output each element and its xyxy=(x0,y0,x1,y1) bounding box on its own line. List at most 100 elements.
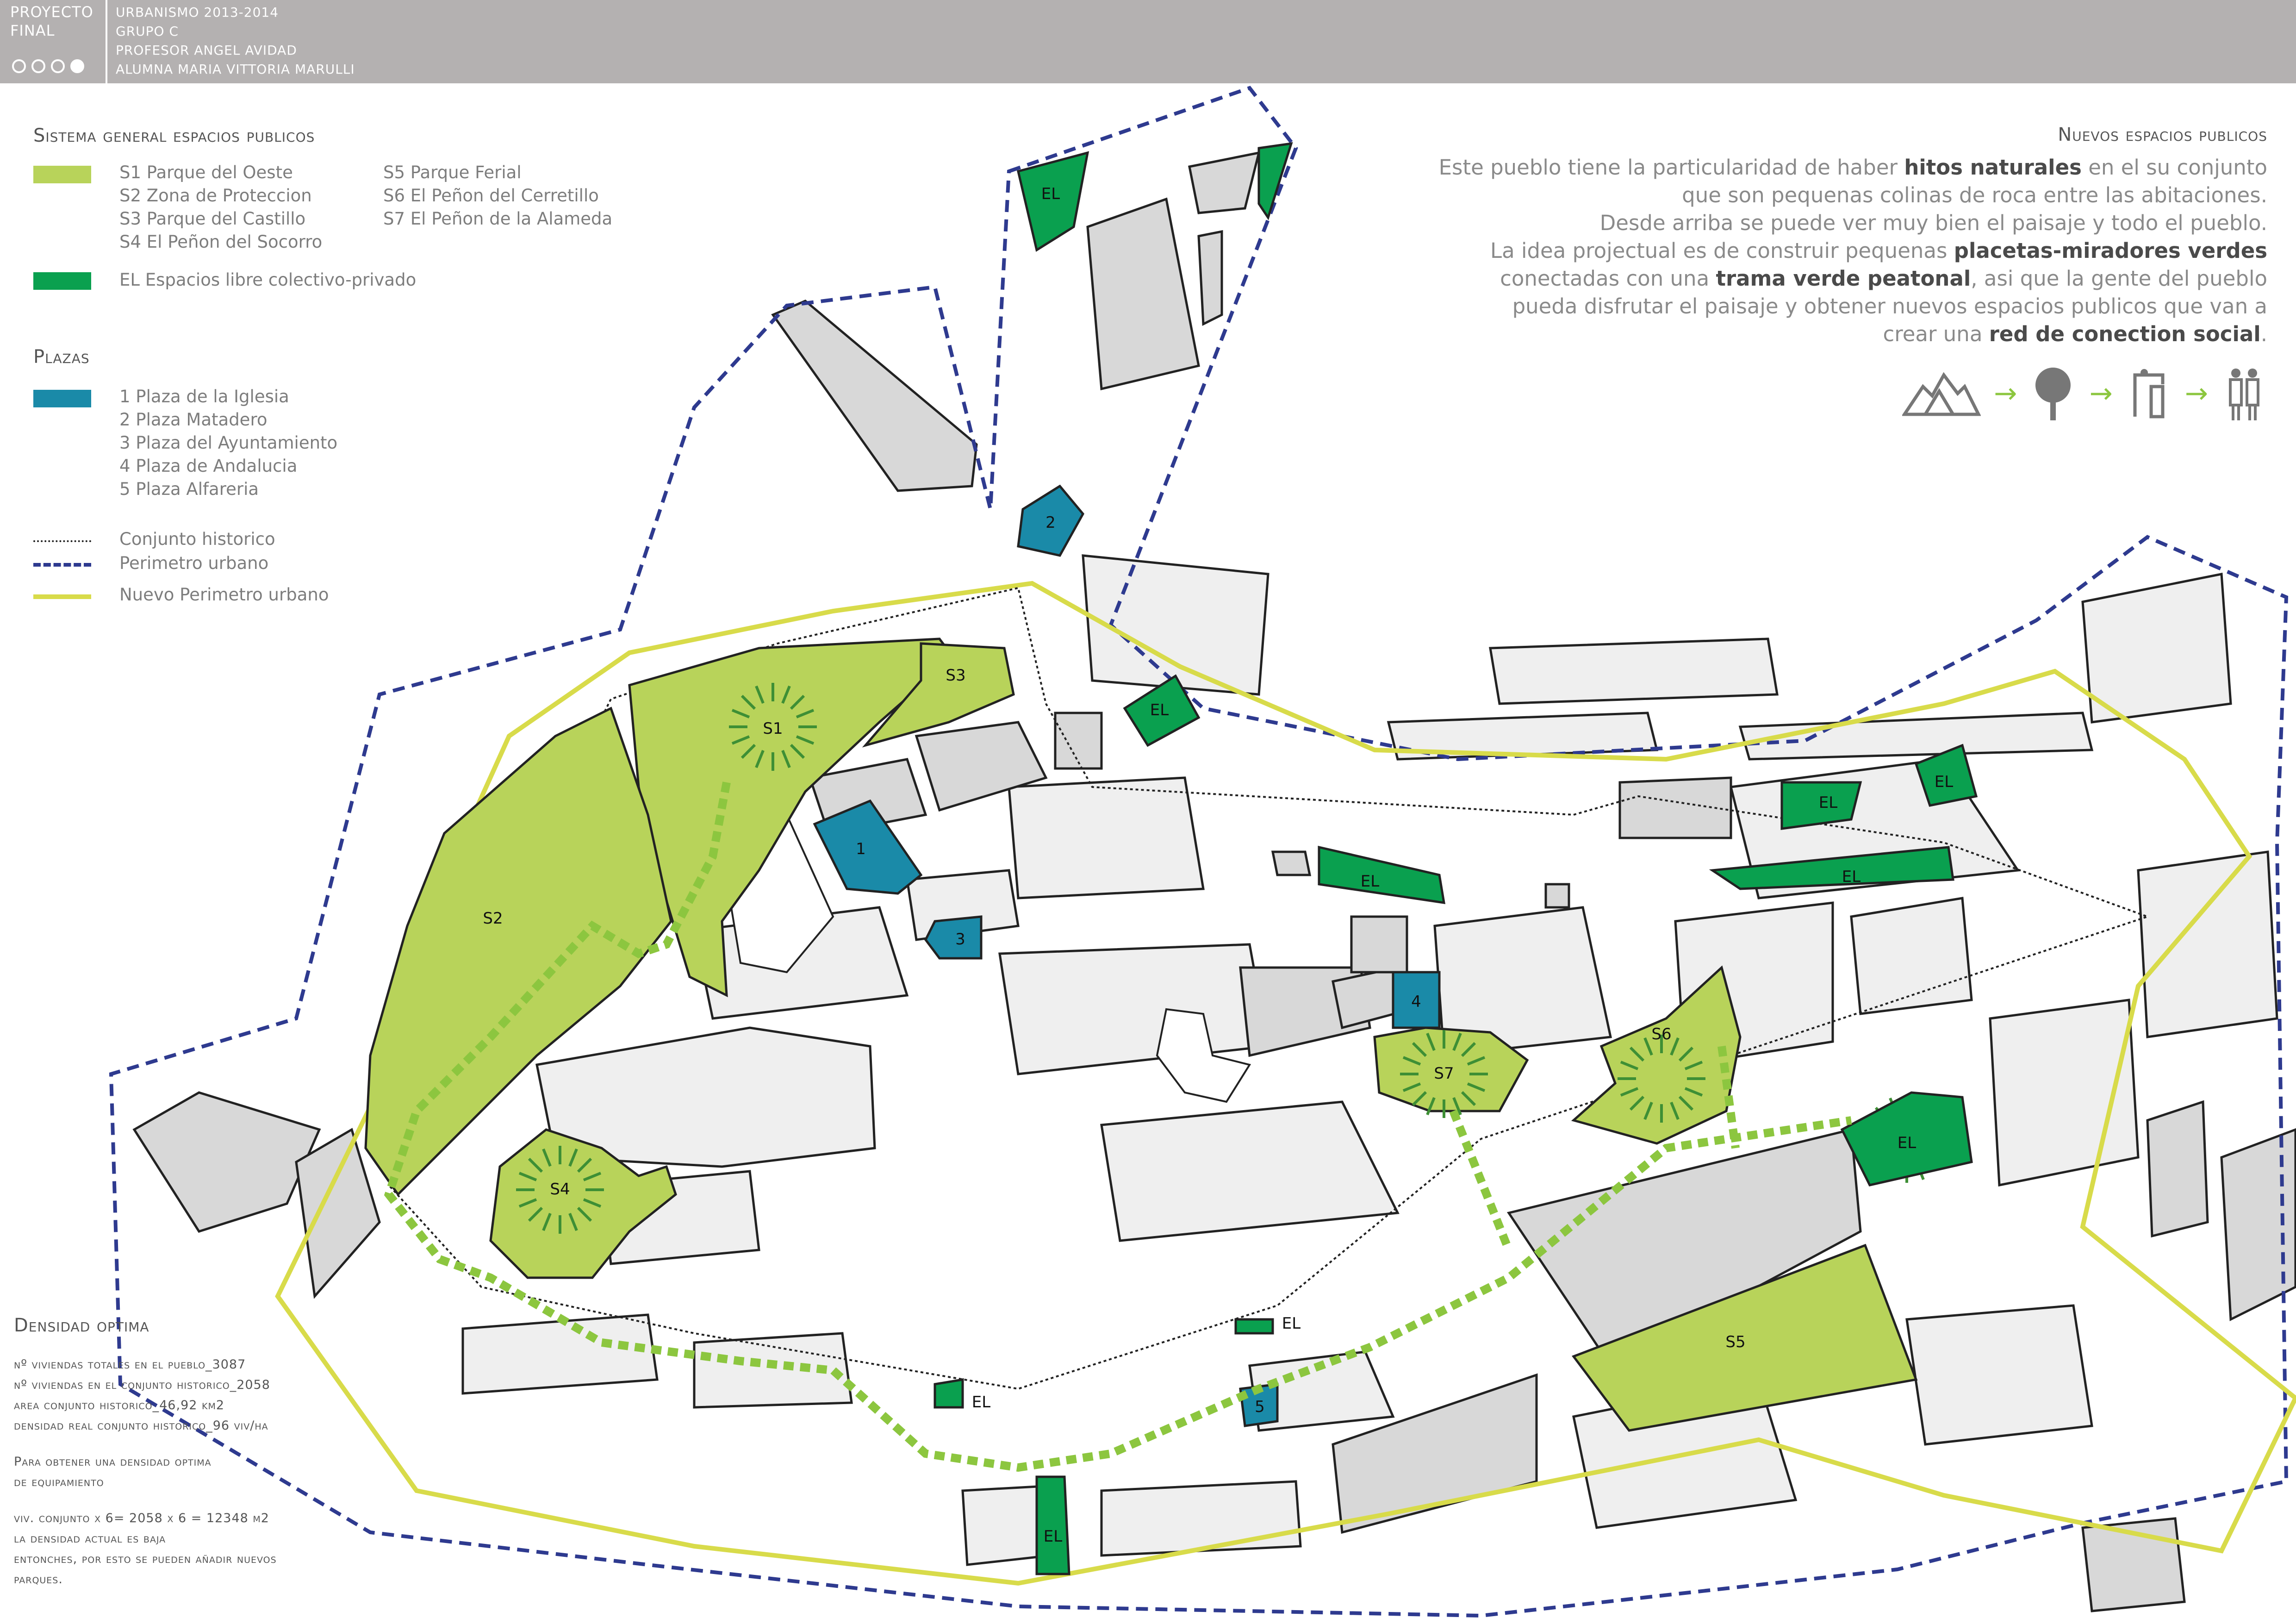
header-divider xyxy=(106,0,107,83)
new-perimeter-line-label: Nuevo Perimetro urbano xyxy=(119,585,329,605)
park-item: S4 El Peñon del Socorro xyxy=(119,232,323,252)
park-item: S1 Parque del Oeste xyxy=(119,162,293,182)
density-line: entonches, por esto se pueden añadir nue… xyxy=(14,1552,277,1566)
text-run-bold: hitos naturales xyxy=(1904,155,2082,180)
label-el: EL xyxy=(972,1393,990,1412)
mountain-icon xyxy=(1902,372,1981,416)
perimeter-line-sample xyxy=(33,563,91,567)
park-list-col-2: S5 Parque Ferial S6 El Peñon del Cerreti… xyxy=(383,161,612,231)
student-line: ALUMNA MARIA VITTORIA MARULLI xyxy=(116,62,355,77)
label-el: EL xyxy=(1898,1134,1916,1152)
pedestrian-green-network xyxy=(384,781,1852,1472)
plazas-heading: Plazas xyxy=(33,346,90,368)
text-run: en el su conjunto xyxy=(2081,155,2267,180)
plaza-4 xyxy=(1392,971,1441,1029)
viewpoint-icon xyxy=(2133,369,2165,418)
density-line: nº viviendas en el conjunto historico_20… xyxy=(14,1378,270,1392)
label-el: EL xyxy=(1044,1527,1062,1546)
description-heading: Nuevos espacios publicos xyxy=(2058,124,2267,145)
park-item: S7 El Peñon de la Alameda xyxy=(383,209,613,229)
density-block: Densidad optima nº viviendas totales en … xyxy=(14,1315,384,1590)
density-line: parques. xyxy=(14,1572,63,1587)
label-el: EL xyxy=(1842,868,1860,886)
progress-dot xyxy=(31,59,45,73)
new-urban-perimeter xyxy=(275,581,2296,1586)
density-line: viv. conjunto x 6= 2058 x 6 = 12348 m2 xyxy=(14,1511,269,1525)
text-run-bold: placetas-miradores verdes xyxy=(1954,238,2267,263)
course-info: URBANISMO 2013-2014 GRUPO C PROFESOR ANG… xyxy=(116,3,355,79)
description-line: crear una red de conection social. xyxy=(1411,320,2267,348)
label-s6: S6 xyxy=(1651,1025,1671,1043)
density-line: la densidad actual es baja xyxy=(14,1531,166,1546)
plaza-5 xyxy=(1239,1383,1279,1427)
text-run-bold: red de conection social xyxy=(1989,322,2261,346)
project-description: Nuevos espacios publicos Este pueblo tie… xyxy=(1411,124,2267,348)
label-el: EL xyxy=(1041,185,1060,203)
park-item: S5 Parque Ferial xyxy=(383,162,522,182)
project-title: PROYECTO FINAL xyxy=(10,3,93,40)
sistema-heading: Sistema general espacios publicos xyxy=(33,125,315,146)
text-run: La idea projectual es de construir peque… xyxy=(1490,238,1954,263)
park-swatch xyxy=(33,166,91,183)
description-line: Desde arriba se puede ver muy bien el pa… xyxy=(1599,211,2267,235)
arrow-icon: → xyxy=(1994,377,2017,410)
el-space xyxy=(1318,845,1446,904)
grey-blocks xyxy=(132,151,2296,1612)
el-space xyxy=(1234,1318,1274,1335)
historic-ensemble-boundary xyxy=(387,587,2151,1390)
el-space xyxy=(1123,674,1201,747)
label-el: EL xyxy=(1819,793,1837,812)
density-heading: Densidad optima xyxy=(14,1315,149,1336)
label-el: EL xyxy=(1282,1314,1300,1333)
label-s3: S3 xyxy=(946,666,965,685)
text-run-bold: trama verde peatonal xyxy=(1716,266,1971,291)
progress-dot xyxy=(12,59,26,73)
pedestrian-branch-s7 xyxy=(1449,1109,1513,1252)
description-text: Este pueblo tiene la particularidad de h… xyxy=(1411,154,2267,348)
park-s2 xyxy=(364,706,672,1196)
header-bar: PROYECTO FINAL URBANISMO 2013-2014 GRUPO… xyxy=(0,0,2296,83)
plaza-2 xyxy=(1017,484,1085,557)
arrow-icon: → xyxy=(2184,377,2208,410)
park-s6 xyxy=(1571,965,1742,1145)
perimeter-line-label: Perimetro urbano xyxy=(119,553,269,573)
urban-blocks xyxy=(461,554,2278,1566)
el-spaces xyxy=(933,142,1978,1575)
park-item: S6 El Peñon del Cerretillo xyxy=(383,186,599,206)
parks xyxy=(364,637,1918,1432)
project-title-line-2: FINAL xyxy=(10,22,55,39)
label-s2: S2 xyxy=(483,909,503,928)
progress-dots xyxy=(12,59,84,73)
label-s5: S5 xyxy=(1725,1333,1745,1351)
park-item: S3 Parque del Castillo xyxy=(119,209,306,229)
label-plaza-2: 2 xyxy=(1045,513,1056,532)
text-run: conectadas con una xyxy=(1500,266,1716,291)
plaza-item: 2 Plaza Matadero xyxy=(119,410,268,430)
label-plaza-1: 1 xyxy=(856,840,866,858)
label-el: EL xyxy=(1935,773,1953,791)
plaza-item: 1 Plaza de la Iglesia xyxy=(119,387,289,406)
label-plaza-3: 3 xyxy=(955,930,965,949)
description-line: Este pueblo tiene la particularidad de h… xyxy=(1411,154,2267,181)
label-s4: S4 xyxy=(550,1180,570,1199)
label-el: EL xyxy=(1150,701,1169,719)
urban-perimeter xyxy=(109,86,2289,1618)
description-line: La idea projectual es de construir peque… xyxy=(1411,237,2267,265)
label-el: EL xyxy=(1361,872,1379,891)
town-map: S1 S2 S3 S4 S5 S6 S7 EL EL EL EL EL EL E… xyxy=(109,86,2296,1618)
label-plaza-4: 4 xyxy=(1411,993,1421,1011)
density-line: nº viviendas totales en el pueblo_3087 xyxy=(14,1357,246,1372)
progress-dot-filled xyxy=(70,59,84,73)
plaza-swatch xyxy=(33,390,91,407)
plazas xyxy=(813,484,1441,1427)
park-list-col-1: S1 Parque del Oeste S2 Zona de Proteccio… xyxy=(119,161,322,254)
course-line: URBANISMO 2013-2014 xyxy=(116,5,279,20)
historic-line-sample xyxy=(33,540,91,542)
plaza-1 xyxy=(813,799,923,895)
el-space xyxy=(1035,1475,1070,1575)
description-line: que son pequenas colinas de roca entre l… xyxy=(1682,183,2267,207)
density-line: de equipamiento xyxy=(14,1475,104,1489)
concept-icons: → → → xyxy=(1902,366,2267,421)
group-line: GRUPO C xyxy=(116,24,179,39)
description-line: pueda disfrutar el paisaje y obtener nue… xyxy=(1512,294,2267,319)
